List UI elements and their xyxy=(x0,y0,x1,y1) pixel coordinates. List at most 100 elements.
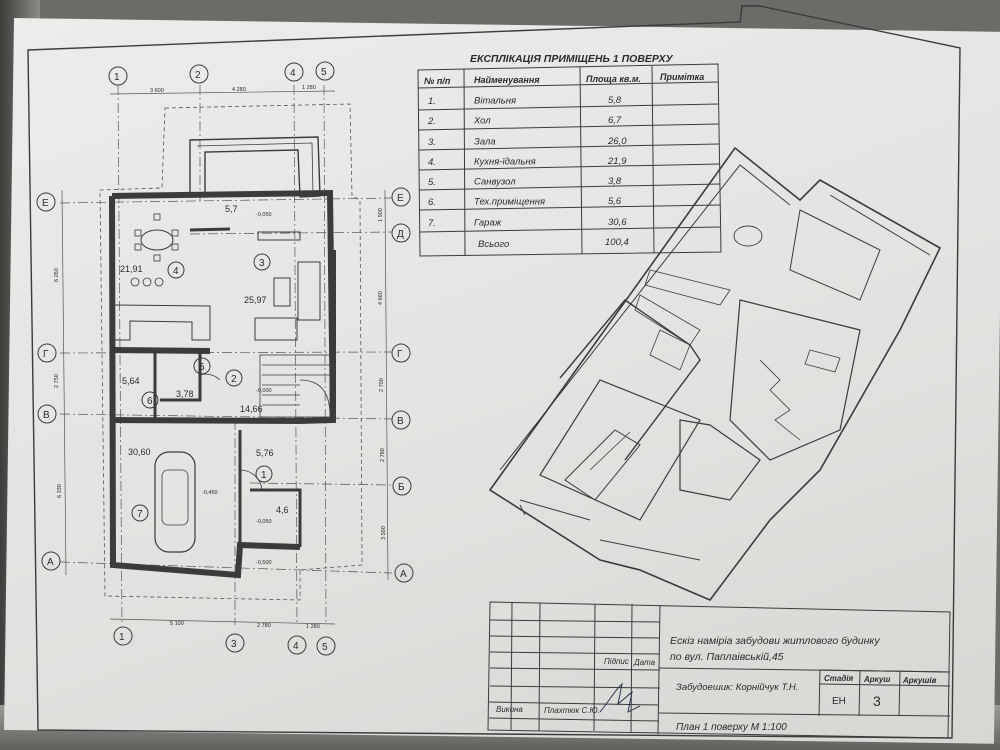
dim-left-3: 6 330 xyxy=(57,484,63,498)
col-note-header: Примітка xyxy=(660,72,704,82)
row-number: 5. xyxy=(428,177,436,188)
total-label: Всього xyxy=(478,239,509,250)
area-14-66: 14,66 xyxy=(240,404,263,414)
axis-right-G: Г xyxy=(397,349,403,360)
axis-top-4: 4 xyxy=(290,68,296,79)
level-terrace: -0,050 xyxy=(256,212,272,218)
room-name: Кухня-їдальня xyxy=(474,156,536,167)
dim-right-5: 3 500 xyxy=(381,526,387,540)
room-number-7: 7 xyxy=(137,509,143,520)
row-number: 2. xyxy=(427,116,436,127)
dim-top-3: 1 280 xyxy=(302,85,316,91)
floor-plan: 1 2 4 5 1 3 4 5 Е Г В А Е Д Г В Б А xyxy=(36,61,414,656)
axis-right-E: Е xyxy=(397,193,404,204)
area-3-78: 3,78 xyxy=(176,389,194,399)
level-entrance: -0,500 xyxy=(256,560,272,566)
dim-bottom-2: 2 780 xyxy=(257,623,271,629)
total-value: 100,4 xyxy=(605,237,629,248)
level-garage: -0,450 xyxy=(202,490,218,496)
dim-bottom-1: 5 100 xyxy=(170,621,184,627)
axis-top-1: 1 xyxy=(114,72,120,83)
row-number: 7. xyxy=(428,218,436,229)
axis-right-D: Д xyxy=(397,229,404,240)
col-name-header: Найменування xyxy=(474,75,540,85)
axis-right-B: Б xyxy=(398,482,405,493)
performer-name: Плахтюк С.Ю. xyxy=(544,706,600,715)
sheet-label: Аркуш xyxy=(863,675,890,684)
room-area: 5,6 xyxy=(608,196,622,207)
dim-left-2: 2 750 xyxy=(54,374,60,388)
row-number: 1. xyxy=(428,96,436,107)
room-area: 6,7 xyxy=(608,115,622,126)
stage-label: Стадія xyxy=(824,674,854,683)
row-number: 6. xyxy=(428,197,436,208)
room-number-2: 2 xyxy=(231,374,237,385)
room-area: 5,8 xyxy=(608,95,622,106)
customer: Забудоешик: Корнійчук Т.Н. xyxy=(676,682,798,693)
room-name: Гараж xyxy=(474,217,502,228)
room-name: Хол xyxy=(473,115,491,126)
title-block: Ескіз наміріа забудови житлового будинку… xyxy=(487,601,951,739)
performer-label: Викона xyxy=(496,705,523,714)
dim-left-1: 6 260 xyxy=(54,268,60,282)
handwritten-signature xyxy=(599,682,641,713)
axis-bottom-4: 4 xyxy=(293,641,299,652)
room-number-5: 5 xyxy=(199,362,205,373)
date-label: Дата xyxy=(633,658,656,667)
area-5-7: 5,7 xyxy=(225,204,238,214)
axis-left-V: В xyxy=(43,410,50,421)
dim-right-4: 2 780 xyxy=(380,448,386,462)
dim-top-1: 3 600 xyxy=(150,88,164,94)
room-name: Вітальня xyxy=(474,95,516,106)
area-25-97: 25,97 xyxy=(244,295,267,305)
axis-top-5: 5 xyxy=(321,67,327,78)
axis-left-E: Е xyxy=(42,198,49,209)
plan-title: План 1 поверху М 1:100 xyxy=(676,722,787,733)
level-vestibule: -0,050 xyxy=(256,519,272,525)
area-30-60: 30,60 xyxy=(128,447,151,457)
col-number-header: № п/п xyxy=(424,76,451,86)
axis-right-A: А xyxy=(400,569,407,580)
dim-bottom-3: 1 280 xyxy=(306,624,320,630)
sheets-label: Аркушів xyxy=(902,676,937,685)
dim-right-1: 1 500 xyxy=(378,208,384,222)
room-area: 26,0 xyxy=(607,136,627,147)
axis-left-A: А xyxy=(47,557,54,568)
row-number: 4. xyxy=(428,157,436,168)
axis-right-V: В xyxy=(397,416,404,427)
isometric-view xyxy=(488,146,942,601)
signature-label: Підпис xyxy=(604,657,629,666)
room-number-3: 3 xyxy=(259,258,265,269)
sheet-value: 3 xyxy=(873,693,881,709)
project-title: Ескіз наміріа забудови житлового будинку xyxy=(670,635,880,647)
axis-bottom-3: 3 xyxy=(231,639,237,650)
area-4-6: 4,6 xyxy=(276,505,289,515)
dim-top-2: 4 280 xyxy=(232,87,246,93)
room-number-1: 1 xyxy=(261,470,267,481)
room-name: Зала xyxy=(474,136,496,147)
area-21-91: 21,91 xyxy=(120,264,143,274)
drawing-frame xyxy=(27,5,961,739)
room-number-4: 4 xyxy=(173,266,179,277)
room-name: Санвузол xyxy=(474,176,516,187)
row-number: 3. xyxy=(428,137,436,148)
room-area: 21,9 xyxy=(607,156,627,167)
dim-right-3: 2 700 xyxy=(379,378,385,392)
level-hall: -0,000 xyxy=(256,388,272,394)
axis-left-G: Г xyxy=(43,349,49,360)
room-number-6: 6 xyxy=(147,396,153,407)
area-5-76: 5,76 xyxy=(256,448,274,458)
col-area-header: Площа кв.м. xyxy=(586,74,641,84)
axis-bottom-1: 1 xyxy=(119,632,125,643)
explication-table: ЕКСПЛІКАЦІЯ ПРИМІЩЕНЬ 1 ПОВЕРХУ № п/п На… xyxy=(417,53,722,257)
axis-bottom-5: 5 xyxy=(322,642,328,653)
dim-right-2: 4 660 xyxy=(378,291,384,305)
project-address: по вул. Паплаівській,45 xyxy=(670,651,784,663)
room-name: Тех.приміщення xyxy=(474,196,545,207)
room-area: 30,6 xyxy=(608,217,627,228)
area-5-64: 5,64 xyxy=(122,376,140,386)
stage-value: ЕН xyxy=(832,696,846,707)
axis-top-2: 2 xyxy=(195,70,201,81)
